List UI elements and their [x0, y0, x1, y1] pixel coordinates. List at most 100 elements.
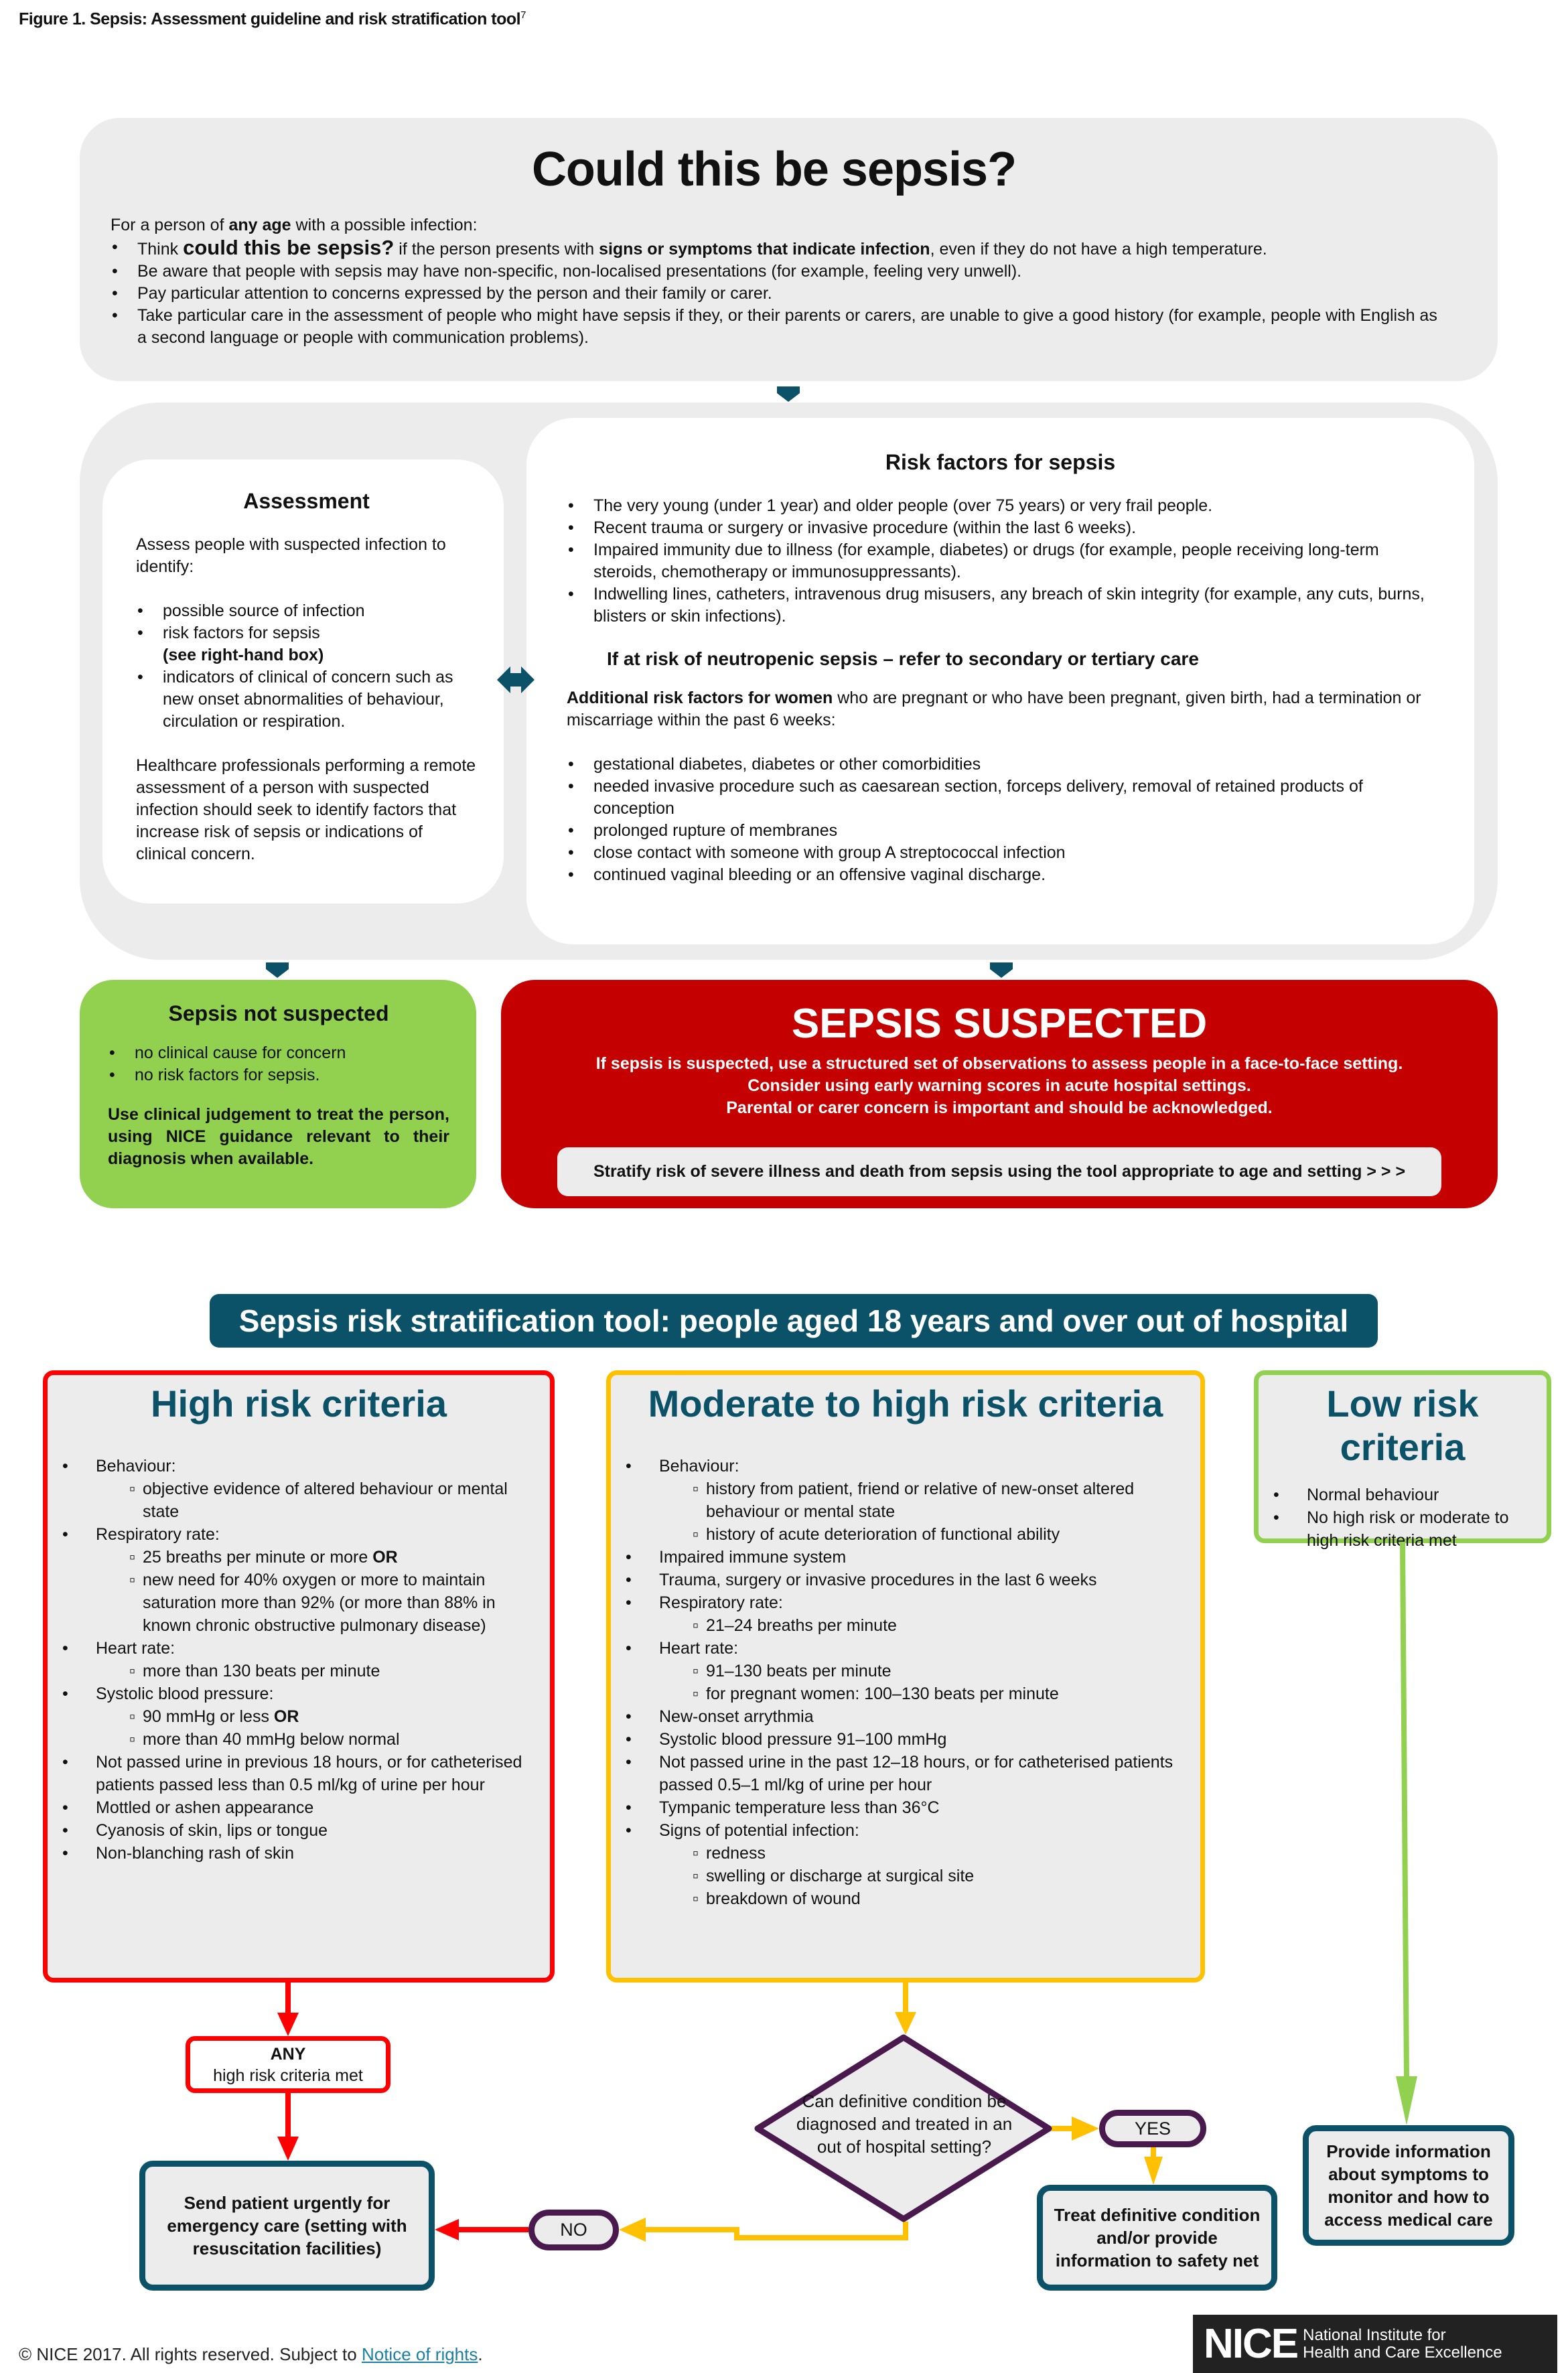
list-item: Not passed urine in the past 12–18 hours…	[624, 1751, 1187, 1796]
text-segment: Tympanic temperature less than 36°C	[659, 1798, 940, 1817]
text-segment: Behaviour:	[96, 1457, 176, 1476]
text-segment: No high risk or moderate to high risk cr…	[1307, 1508, 1509, 1550]
emphasis-text: OR	[372, 1548, 398, 1567]
text-segment: Impaired immunity due to illness (for ex…	[593, 541, 1379, 581]
emphasis-text: OR	[273, 1707, 299, 1726]
emphasis-text: could this be sepsis?	[183, 236, 395, 259]
sub-list: 25 breaths per minute or more ORnew need…	[129, 1546, 537, 1637]
sub-list: history from patient, friend or relative…	[693, 1478, 1187, 1546]
logo-line: Health and Care Excellence	[1303, 2343, 1502, 2362]
text-segment: swelling or discharge at surgical site	[706, 1867, 975, 1885]
text-segment: objective evidence of altered behaviour …	[143, 1480, 508, 1521]
text-segment: Respiratory rate:	[659, 1593, 783, 1612]
risk-factors-box: Risk factors for sepsis The very young (…	[526, 418, 1474, 944]
text-segment: Normal behaviour	[1307, 1486, 1439, 1504]
list-item: possible source of infection	[136, 600, 477, 622]
text-segment: Be aware that people with sepsis may hav…	[137, 262, 1022, 281]
list-item: Mottled or ashen appearance	[61, 1796, 537, 1819]
stratify-risk-link[interactable]: Stratify risk of severe illness and deat…	[557, 1147, 1441, 1196]
not-suspected-note: Use clinical judgement to treat the pers…	[108, 1105, 449, 1168]
low-risk-list: Normal behaviour No high risk or moderate…	[1272, 1484, 1533, 1552]
list-item: Normal behaviour	[1272, 1484, 1533, 1506]
women-risk-list: gestational diabetes, diabetes or other …	[567, 753, 1434, 886]
arrow-head-icon	[619, 2218, 646, 2242]
arrow-head-icon	[895, 2012, 916, 2035]
text-segment: risk factors for sepsis	[163, 624, 320, 642]
text-segment: continued vaginal bleeding or an offensi…	[593, 865, 1046, 884]
text-segment: needed invasive procedure such as caesar…	[593, 777, 1363, 818]
text-segment: who are pregnant or who have been pregna…	[567, 689, 1421, 729]
sub-list: more than 130 beats per minute	[129, 1660, 537, 1682]
any-high-risk-box: ANY high risk criteria met	[186, 2036, 390, 2093]
footer: © NICE 2017. All rights reserved. Subjec…	[19, 2344, 483, 2365]
any-text: high risk criteria met	[213, 2066, 363, 2085]
list-item: Recent trauma or surgery or invasive pro…	[567, 517, 1434, 539]
text-segment: Systolic blood pressure:	[96, 1684, 274, 1703]
text-segment: Non-blanching rash of skin	[96, 1844, 294, 1863]
list-item: swelling or discharge at surgical site	[693, 1865, 1187, 1887]
list-item: objective evidence of altered behaviour …	[129, 1478, 537, 1523]
tool-banner: Sepsis risk stratification tool: people …	[210, 1294, 1378, 1348]
text-segment: Signs of potential infection:	[659, 1821, 859, 1840]
text-segment: if the person presents with	[394, 240, 599, 259]
list-item: Heart rate:91–130 beats per minutefor pr…	[624, 1637, 1187, 1705]
list-item: Non-blanching rash of skin	[61, 1842, 537, 1865]
list-item: Tympanic temperature less than 36°C	[624, 1796, 1187, 1819]
text-segment: 21–24 breaths per minute	[706, 1616, 897, 1635]
arrow-head-icon	[1144, 2157, 1163, 2185]
list-item: Trauma, surgery or invasive procedures i…	[624, 1569, 1187, 1591]
list-item: Signs of potential infection: redness swel…	[624, 1819, 1187, 1910]
text-segment: Impaired immune system	[659, 1548, 847, 1567]
arrow-head-icon	[277, 2137, 299, 2161]
text-segment: more than 40 mmHg below normal	[143, 1730, 400, 1749]
moderate-risk-box: Moderate to high risk criteria Behaviour…	[606, 1370, 1205, 1983]
arrow-head-icon	[277, 2013, 299, 2036]
text-segment: breakdown of wound	[706, 1889, 861, 1908]
treat-condition-box: Treat definitive condition and/or provid…	[1037, 2185, 1277, 2291]
list-item: Indwelling lines, catheters, intravenous…	[567, 583, 1434, 628]
text-segment: no risk factors for sepsis.	[135, 1066, 320, 1084]
arrow-head-icon	[1072, 2116, 1099, 2141]
list-item: Respiratory rate: 21–24 breaths per minut…	[624, 1591, 1187, 1637]
list-item: close contact with someone with group A …	[567, 842, 1434, 864]
list-item: Heart rate: more than 130 beats per minut…	[61, 1637, 537, 1682]
text-segment: Heart rate:	[96, 1639, 175, 1658]
suspected-line: Parental or carer concern is important a…	[726, 1098, 1273, 1117]
text-segment: close contact with someone with group A …	[593, 843, 1066, 862]
text-segment: Trauma, surgery or invasive procedures i…	[659, 1571, 1097, 1589]
footer-end: .	[478, 2344, 483, 2364]
suspected-line: Consider using early warning scores in a…	[747, 1076, 1251, 1095]
treat-text: Treat definitive condition and/or provid…	[1054, 2205, 1261, 2271]
sub-list: 90 mmHg or less OR more than 40 mmHg belo…	[129, 1705, 537, 1751]
list-item: Systolic blood pressure: 90 mmHg or less …	[61, 1682, 537, 1751]
assessment-box: Assessment Assess people with suspected …	[102, 459, 504, 904]
high-risk-list: Behaviour: objective evidence of altered …	[61, 1455, 537, 1865]
list-item: no clinical cause for concern	[108, 1042, 449, 1064]
list-item: new need for 40% oxygen or more to maint…	[129, 1569, 537, 1637]
emphasis-text: Additional risk factors for women	[567, 689, 833, 707]
assessment-list: possible source of infection risk factors…	[136, 600, 477, 733]
text-segment: Indwelling lines, catheters, intravenous…	[593, 585, 1425, 626]
text-segment: New-onset arrythmia	[659, 1707, 814, 1726]
text-segment: Respiratory rate:	[96, 1525, 220, 1544]
list-item: Think could this be sepsis? if the perso…	[111, 236, 1437, 261]
women-intro: Additional risk factors for women who ar…	[567, 687, 1434, 731]
list-item: more than 40 mmHg below normal	[129, 1728, 537, 1751]
list-item: No high risk or moderate to high risk cr…	[1272, 1506, 1533, 1552]
notice-of-rights-link[interactable]: Notice of rights	[361, 2344, 478, 2364]
text-segment: Think	[137, 240, 184, 259]
list-item: 25 breaths per minute or more OR	[129, 1546, 537, 1569]
list-item: New-onset arrythmia	[624, 1705, 1187, 1728]
could-intro: For a person of any age with a possible …	[111, 214, 1437, 236]
text-segment: Pay particular attention to concerns exp…	[137, 284, 772, 303]
sub-list: objective evidence of altered behaviour …	[129, 1478, 537, 1523]
text-segment: history from patient, friend or relative…	[706, 1480, 1135, 1521]
text-segment: 90 mmHg or less	[143, 1707, 274, 1726]
moderate-risk-title: Moderate to high risk criteria	[648, 1382, 1163, 1425]
assessment-title: Assessment	[243, 489, 370, 513]
text-segment: redness	[706, 1844, 766, 1863]
risk-factors-title: Risk factors for sepsis	[885, 450, 1116, 474]
provide-information-box: Provide information about symptoms to mo…	[1303, 2125, 1514, 2246]
